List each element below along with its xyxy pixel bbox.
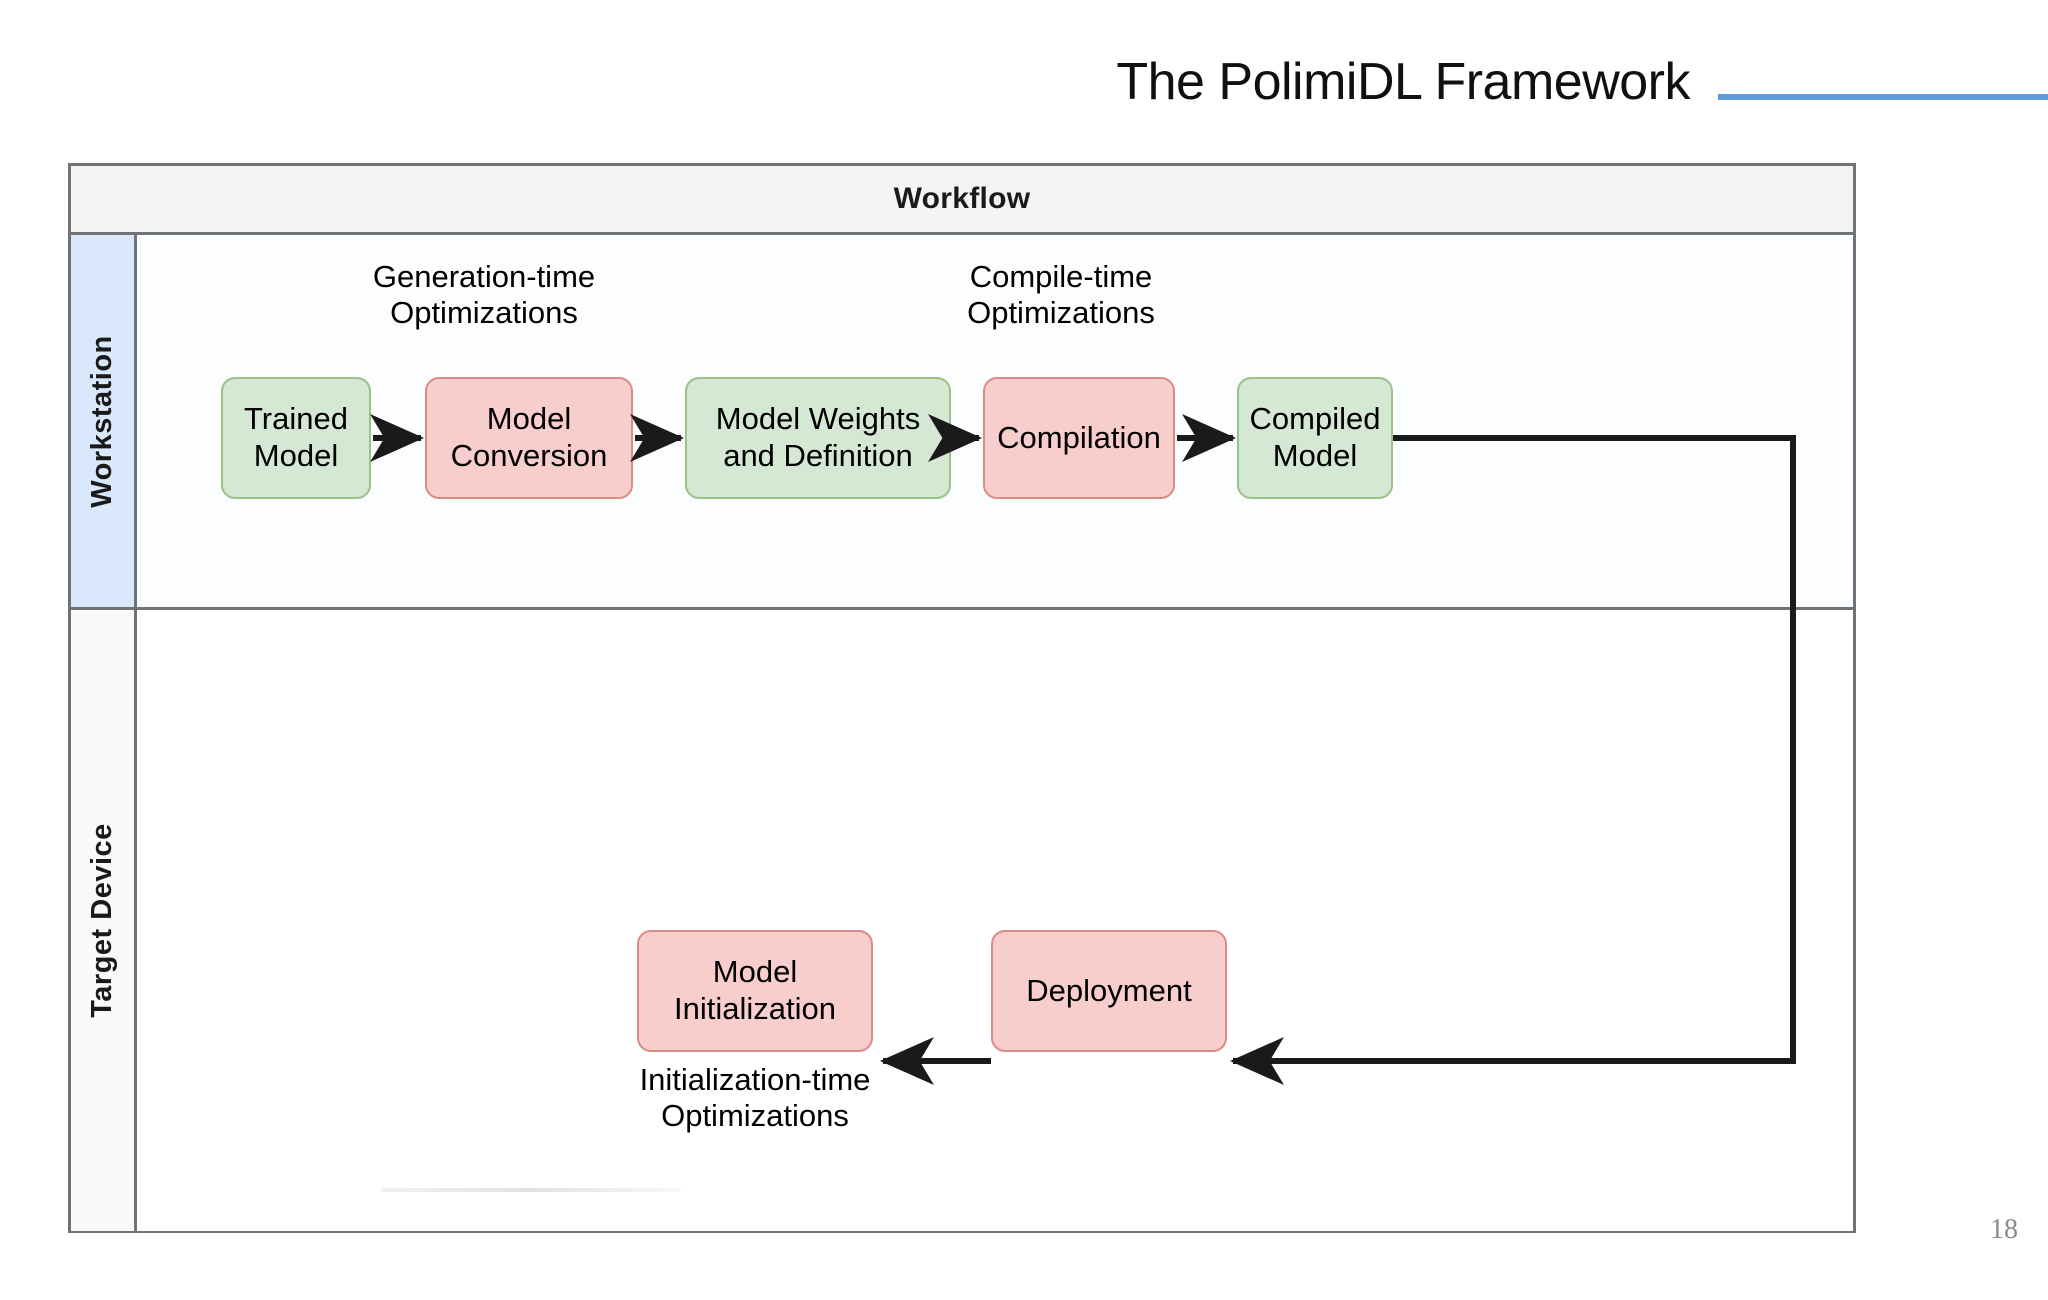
page-number: 18 xyxy=(1990,1214,2018,1245)
row-label-cell-target-device: Target Device xyxy=(71,610,137,1231)
caption-generation-time: Generation-time Optimizations xyxy=(372,259,596,330)
caption-compile-time: Compile-time Optimizations xyxy=(967,259,1155,330)
node-model-weights[interactable]: Model Weights and Definition xyxy=(685,377,951,499)
node-deployment[interactable]: Deployment xyxy=(991,930,1227,1052)
node-model-initialization[interactable]: Model Initialization xyxy=(637,930,873,1052)
row-content-target-device: Model Initialization Deployment Initiali… xyxy=(137,610,1853,1231)
node-compiled-model[interactable]: Compiled Model xyxy=(1237,377,1393,499)
node-compilation[interactable]: Compilation xyxy=(983,377,1175,499)
node-model-conversion[interactable]: Model Conversion xyxy=(425,377,633,499)
row-workstation: Workstation Generation-time Optimization… xyxy=(71,235,1853,610)
page-title: The PolimiDL Framework xyxy=(1116,53,1690,111)
caption-initialization-time: Initialization-time Optimizations xyxy=(639,1062,871,1133)
workflow-diagram: Workflow Workstation Generation-time Opt… xyxy=(68,163,1856,1233)
row-label-workstation: Workstation xyxy=(86,334,119,508)
workflow-header-band: Workflow xyxy=(71,166,1853,235)
row-content-workstation: Generation-time Optimizations Compile-ti… xyxy=(137,235,1853,607)
row-target-device: Target Device Model Initialization Deplo… xyxy=(71,610,1853,1231)
workflow-header-label: Workflow xyxy=(893,182,1031,215)
title-accent-rule xyxy=(1718,94,2048,100)
node-trained-model[interactable]: Trained Model xyxy=(221,377,371,499)
row-label-target-device: Target Device xyxy=(86,823,119,1018)
scan-artifact xyxy=(381,1188,681,1192)
row-label-cell-workstation: Workstation xyxy=(71,235,137,607)
